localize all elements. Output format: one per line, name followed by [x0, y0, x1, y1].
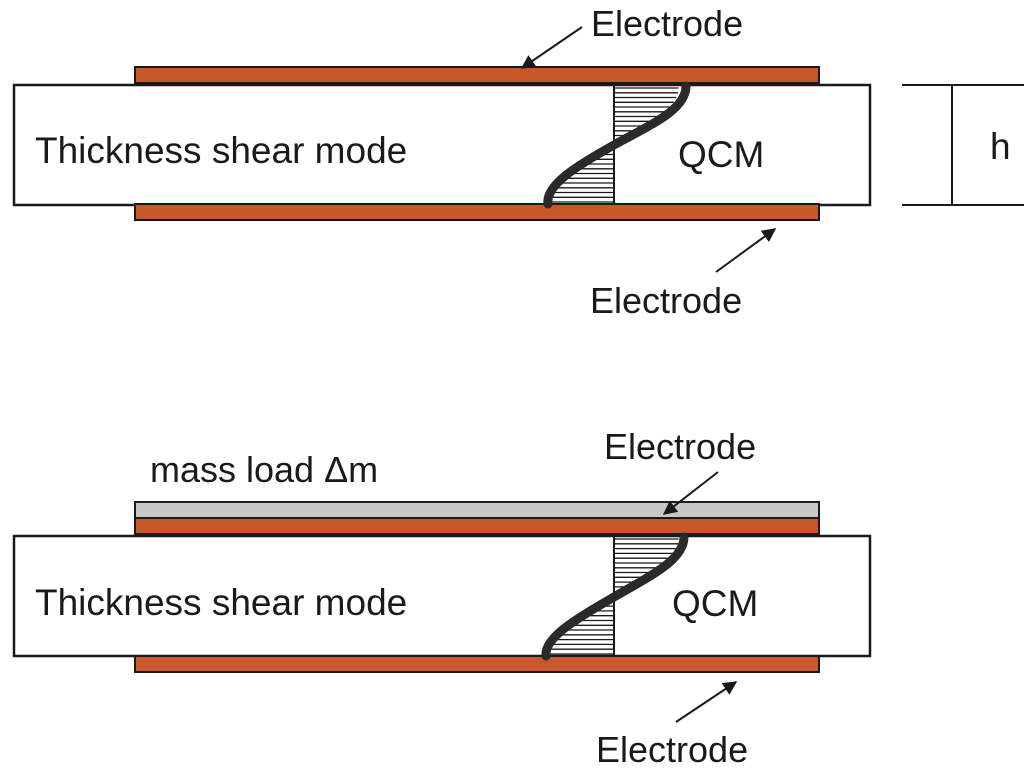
bottom-electrode-upper-arrow [662, 471, 719, 515]
top-electrode-upper-arrow [520, 26, 583, 69]
thickness-label: h [990, 126, 1011, 167]
bottom-panel: mass load Δm Electrode Thickness shear m… [12, 426, 872, 770]
top-wave-curve [543, 81, 691, 209]
bottom-crystal [12, 534, 872, 658]
bottom-electrode-upper [134, 517, 820, 535]
bottom-electrode-lower-label: Electrode [596, 729, 748, 770]
top-shear-wave [543, 81, 691, 209]
top-electrode-lower [134, 203, 820, 221]
bottom-electrode-lower [134, 655, 820, 673]
top-electrode-upper [134, 66, 820, 84]
bottom-device-label: QCM [672, 583, 758, 624]
bottom-wave-curve [541, 532, 689, 661]
bottom-shear-wave [541, 532, 689, 661]
top-device-label: QCM [678, 134, 764, 175]
mass-load-layer [134, 501, 820, 519]
top-electrode-upper-label: Electrode [591, 3, 743, 44]
bottom-mode-label: Thickness shear mode [35, 582, 407, 623]
top-electrode-lower-label: Electrode [590, 280, 742, 321]
mass-load-label: mass load Δm [150, 449, 378, 490]
top-electrode-lower-arrow [715, 228, 777, 273]
top-crystal [12, 83, 872, 207]
top-panel: h Thickness shear mode QCM Electrode Ele… [12, 3, 1024, 321]
bottom-electrode-upper-label: Electrode [604, 426, 756, 467]
bottom-electrode-lower-arrow [675, 681, 738, 723]
thickness-indicator [902, 84, 1024, 206]
top-mode-label: Thickness shear mode [35, 130, 407, 171]
